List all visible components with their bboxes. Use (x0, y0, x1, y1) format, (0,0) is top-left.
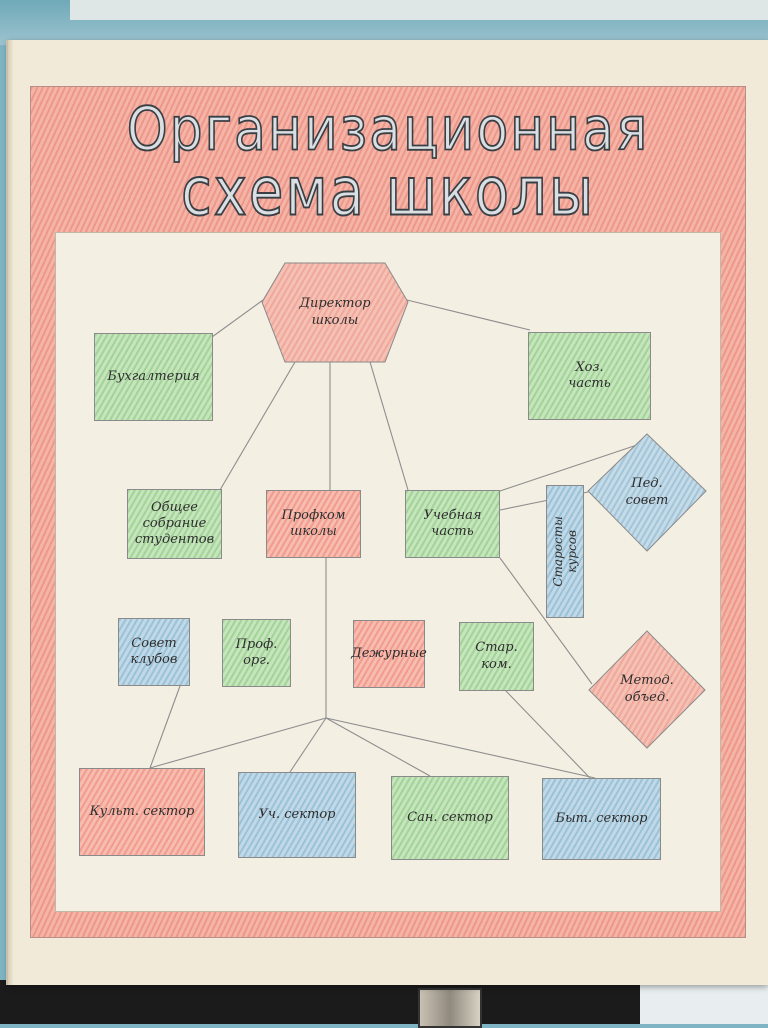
link-academic-method (499, 557, 593, 685)
background-window (640, 980, 768, 1024)
ped-council-label: Пед. совет (625, 476, 669, 508)
study-sector-box: Уч. сектор (238, 772, 356, 858)
method-diamond (588, 630, 706, 749)
ped-council-diamond (587, 433, 707, 552)
method-label: Метод. объед. (620, 673, 674, 705)
union-box: Профком школы (266, 490, 361, 558)
accounting-box: Бухгалтерия (94, 333, 213, 421)
general-meeting-box: Общее собрание студентов (127, 489, 222, 559)
link-hub-sanitary (325, 717, 431, 777)
background-ceiling (70, 0, 768, 20)
elder-committee-box: Стар. ком. (459, 622, 534, 691)
household-box: Хоз. часть (528, 332, 651, 420)
sanitary-sector-box: Сан. сектор (391, 776, 509, 860)
link-director-academic (369, 361, 409, 491)
link-hub-living (325, 717, 596, 779)
director-hexagon (261, 262, 409, 363)
link-director-accounting (211, 299, 264, 338)
culture-sector-box: Культ. сектор (79, 768, 205, 856)
title-line-1: Организационная (126, 95, 650, 166)
link-academic-living (504, 689, 591, 779)
academic-box: Учебная часть (405, 490, 500, 558)
poster-edge (8, 40, 14, 985)
link-academic-pedcouncil (499, 443, 641, 492)
link-director-household (406, 299, 531, 331)
course-heads-label: Старосты курсов (550, 516, 579, 587)
clubs-council-box: Совет клубов (118, 618, 190, 686)
title-line-2: схема школы (180, 153, 596, 233)
duty-box: Дежурные (351, 620, 427, 688)
director-label: Директор школы (299, 296, 371, 328)
background-photo (418, 988, 482, 1028)
link-hub-culture (149, 717, 327, 769)
living-sector-box: Быт. сектор (542, 778, 661, 860)
course-heads-box (546, 485, 584, 618)
link-hub-study (289, 717, 327, 773)
link-director-meeting (219, 361, 296, 491)
link-clubs-hub (149, 685, 181, 769)
prof-org-box: Проф. орг. (222, 619, 291, 687)
